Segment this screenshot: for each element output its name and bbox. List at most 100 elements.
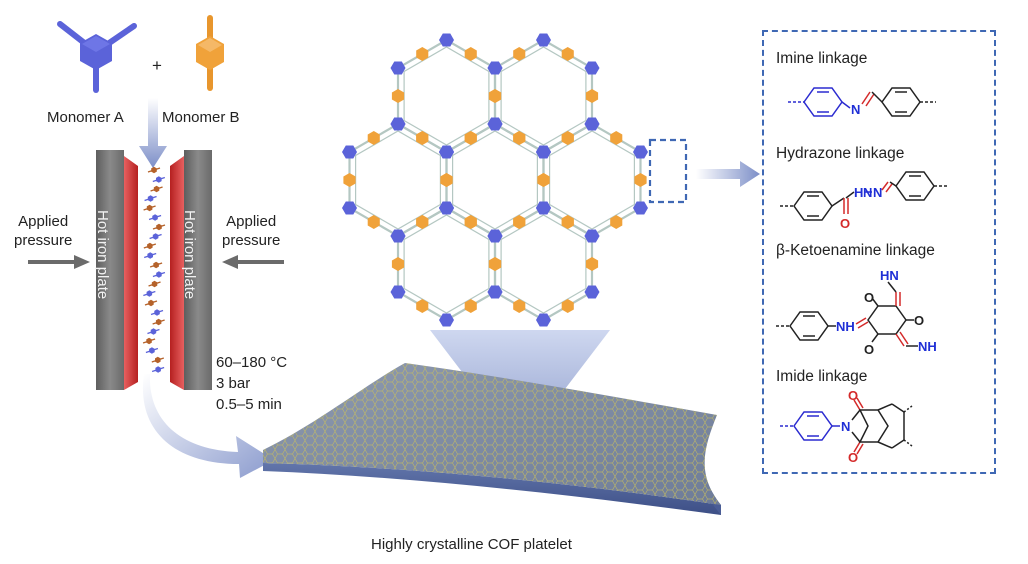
monomer-a-label: Monomer A xyxy=(47,109,124,126)
imide-n-atom: N xyxy=(841,419,850,434)
pressure-arrow-right xyxy=(222,255,284,269)
lattice-node-a xyxy=(633,145,648,159)
condition-pressure: 3 bar xyxy=(216,375,251,392)
lattice-node-b xyxy=(464,215,477,229)
lattice-node-b xyxy=(585,89,599,103)
lattice-node-b xyxy=(391,89,405,103)
lattice-node-b xyxy=(634,173,647,187)
lattice-node-b xyxy=(585,257,599,271)
output-curved-arrow xyxy=(142,374,274,478)
lattice-node-b xyxy=(416,47,429,61)
lattice-node-b xyxy=(416,131,429,145)
linkage-panel xyxy=(762,30,996,474)
imide-o1-atom: O xyxy=(848,388,858,403)
left-plate xyxy=(96,150,124,390)
lattice-node-a xyxy=(536,313,551,327)
lattice-node-a xyxy=(536,201,551,215)
lattice-node-b xyxy=(367,131,380,145)
lattice-node-b xyxy=(464,131,477,145)
ketoenamine-hn-atom: HN xyxy=(880,268,899,283)
lattice-node-a xyxy=(390,61,406,75)
lattice-node-a xyxy=(584,117,600,131)
hydrazone-n2-atom: N xyxy=(873,185,882,200)
lattice-node-a xyxy=(342,201,357,215)
monomer-b-icon xyxy=(196,15,224,91)
monomer-b-label: Monomer B xyxy=(162,109,240,126)
lattice-node-b xyxy=(513,47,526,61)
lattice-node-a xyxy=(487,61,503,75)
lattice-node-b xyxy=(367,215,380,229)
condition-temperature: 60–180 °C xyxy=(216,354,288,371)
ketoenamine-nh2-atom: NH xyxy=(918,339,937,354)
lattice-node-b xyxy=(513,131,526,145)
cof-lattice-diagram xyxy=(342,33,648,327)
lattice-node-a xyxy=(487,285,503,299)
lattice-node-b xyxy=(488,89,502,103)
imide-o2-atom: O xyxy=(848,450,858,464)
lattice-node-b xyxy=(488,257,502,271)
hydrazone-n1-atom: N xyxy=(863,185,872,200)
lattice-node-a xyxy=(390,117,406,131)
applied-pressure-left-label: Applied pressure xyxy=(14,213,73,249)
imine-title: Imine linkage xyxy=(776,50,868,67)
ketoenamine-o3-atom: O xyxy=(864,342,874,357)
ketoenamine-nh1-atom: NH xyxy=(836,319,855,334)
lattice-node-a xyxy=(584,61,600,75)
lattice-node-a xyxy=(439,313,454,327)
lattice-node-b xyxy=(561,215,574,229)
lattice-node-a xyxy=(536,145,551,159)
ketoenamine-structure: HN O O NH O NH xyxy=(776,268,937,357)
left-plate-label: Hot iron plate xyxy=(94,210,111,300)
lattice-node-b xyxy=(513,215,526,229)
pressure-arrow-left xyxy=(28,255,90,269)
lattice-node-b xyxy=(343,173,356,187)
condition-time: 0.5–5 min xyxy=(216,396,282,413)
lattice-node-b xyxy=(464,299,477,313)
right-plate-label: Hot iron plate xyxy=(181,210,198,300)
hot-press-diagram xyxy=(96,150,212,390)
lattice-node-b xyxy=(391,257,405,271)
imide-structure: N O O xyxy=(780,388,913,464)
right-plate xyxy=(184,150,212,390)
lattice-node-a xyxy=(633,201,648,215)
applied-pressure-right-label: Applied pressure xyxy=(222,213,281,249)
lattice-node-a xyxy=(342,145,357,159)
lattice-node-b xyxy=(416,299,429,313)
lattice-node-b xyxy=(440,173,453,187)
ketoenamine-o2-atom: O xyxy=(914,313,924,328)
lattice-node-a xyxy=(584,285,600,299)
feed-arrow xyxy=(139,98,167,168)
imine-structure: N xyxy=(788,87,936,117)
lattice-node-a xyxy=(390,229,406,243)
cof-platelet xyxy=(263,363,721,515)
imide-title: Imide linkage xyxy=(776,368,868,385)
hydrazone-h-atom: H xyxy=(854,185,863,200)
hydrazone-structure: O H N N xyxy=(780,171,948,231)
plus-sign: + xyxy=(152,56,162,75)
lattice-node-a xyxy=(439,33,454,47)
ketoenamine-title: β-Ketoenamine linkage xyxy=(776,242,935,259)
ketoenamine-o1-atom: O xyxy=(864,290,874,305)
lattice-node-b xyxy=(561,47,574,61)
hydrazone-title: Hydrazone linkage xyxy=(776,145,905,162)
imine-n-atom: N xyxy=(851,102,860,117)
lattice-node-a xyxy=(439,145,454,159)
lattice-node-a xyxy=(487,229,503,243)
lattice-node-b xyxy=(416,215,429,229)
zoom-indicator xyxy=(648,138,760,204)
lattice-node-a xyxy=(390,285,406,299)
lattice-node-a xyxy=(536,33,551,47)
lattice-node-b xyxy=(561,131,574,145)
hydrazone-o-atom: O xyxy=(840,216,850,231)
lattice-node-b xyxy=(610,131,623,145)
lattice-node-b xyxy=(537,173,550,187)
platelet-caption: Highly crystalline COF platelet xyxy=(371,536,572,553)
lattice-node-b xyxy=(464,47,477,61)
monomer-a-icon xyxy=(57,21,137,93)
lattice-node-a xyxy=(439,201,454,215)
lattice-node-b xyxy=(610,215,623,229)
lattice-node-a xyxy=(487,117,503,131)
lattice-node-b xyxy=(513,299,526,313)
lattice-node-b xyxy=(561,299,574,313)
lattice-node-a xyxy=(584,229,600,243)
